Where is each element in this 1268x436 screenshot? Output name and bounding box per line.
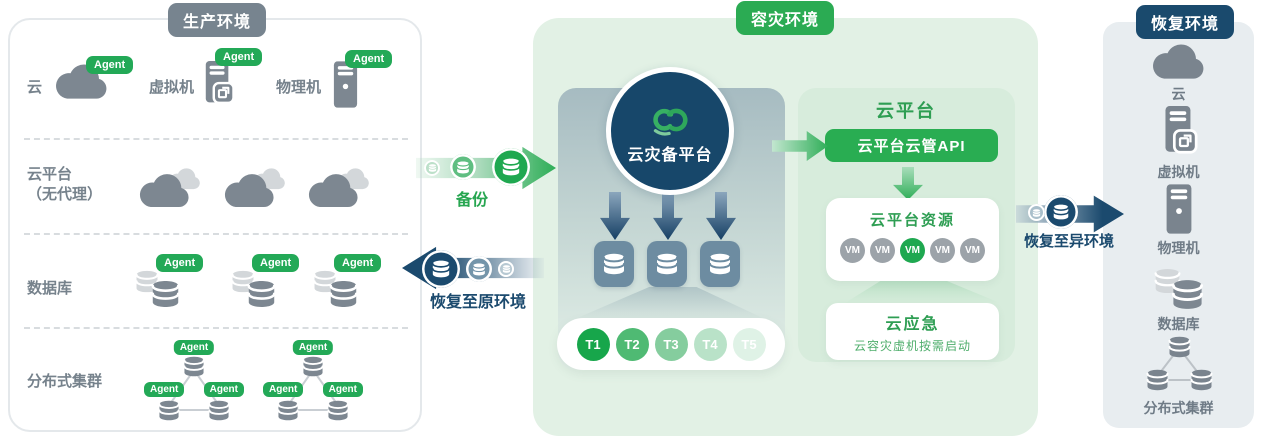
database-group: Agent — [230, 254, 305, 309]
agent-badge: Agent — [86, 56, 134, 75]
production-row-cluster-label: 分布式集群 — [27, 373, 103, 390]
database-square-icon — [700, 241, 740, 287]
database-group: Agent — [312, 254, 387, 309]
production-title-badge: 生产环境 — [167, 3, 267, 37]
backup-flow-label: 备份 — [455, 192, 489, 209]
database-square-icon — [647, 241, 687, 287]
cloud-icon — [1151, 44, 1207, 80]
database-circle-icon — [1044, 195, 1078, 229]
cloud-platform-title: 云平台 — [876, 101, 936, 121]
database-circle-icon — [498, 261, 514, 277]
database-icon — [326, 400, 350, 421]
database-icon — [230, 270, 277, 308]
database-icon — [1189, 369, 1214, 391]
tier-circle: T5 — [732, 327, 766, 361]
agent-badge: Agent — [173, 340, 215, 355]
agent-badge: Agent — [263, 382, 304, 397]
database-circle-icon — [466, 256, 492, 282]
database-circle-icon — [492, 148, 530, 186]
physical-server-icon — [331, 61, 360, 108]
database-square-icon — [594, 241, 634, 287]
database-icon — [207, 400, 231, 421]
production-row-cloud-platform-label: 云平台 （无代理） — [27, 165, 102, 206]
database-icon — [312, 270, 359, 308]
physical-server-icon — [1163, 184, 1194, 234]
vm-server-icon — [201, 61, 235, 108]
emergency-title: 云应急 — [885, 315, 940, 333]
vm-server-icon — [1160, 106, 1198, 158]
agent-badge: Agent — [215, 48, 263, 67]
database-circle-icon — [424, 160, 440, 176]
row-divider — [24, 233, 408, 235]
recovery-item-vm-label: 虚拟机 — [1157, 164, 1200, 180]
database-icon — [157, 400, 181, 421]
cloud-platform-label-line1: 云平台 — [27, 166, 73, 183]
cluster-icon: Agent Agent Agent — [144, 340, 244, 432]
restore-original-flow-label: 恢复至原环境 — [429, 294, 527, 311]
recovery-item-physical-label: 物理机 — [1157, 240, 1200, 256]
database-icon — [182, 356, 206, 377]
recovery-panel: 恢复环境 云 虚拟机 物理机 数据库 分布式集群 — [1103, 5, 1254, 428]
agent-badge: Agent — [345, 50, 393, 69]
cluster-icon: Agent Agent Agent — [263, 340, 363, 432]
emergency-subtitle: 云容灾虚机按需启动 — [853, 338, 971, 353]
agent-badge: Agent — [156, 254, 204, 273]
vm-row: VM VM VM VM VM — [840, 238, 985, 263]
agent-badge: Agent — [252, 254, 300, 273]
recovery-title-badge: 恢复环境 — [1135, 5, 1235, 39]
dr-panel: 容灾环境 云灾备平台 T1 T2 T3 T4 T5 云平台 — [533, 1, 1038, 436]
agent-badge: Agent — [334, 254, 382, 273]
database-icon — [1153, 268, 1205, 310]
agent-badge: Agent — [322, 382, 363, 397]
vm-circle: VM — [930, 238, 955, 263]
tier-circle: T4 — [693, 327, 727, 361]
dr-title-badge: 容灾环境 — [735, 1, 835, 35]
recovery-item-database-label: 数据库 — [1157, 316, 1200, 332]
production-row-vm-label: 虚拟机 — [149, 79, 195, 96]
row-divider — [24, 138, 408, 140]
vm-circle: VM — [840, 238, 865, 263]
database-circle-icon — [450, 154, 476, 180]
database-icon — [134, 270, 181, 308]
agent-badge: Agent — [203, 382, 244, 397]
production-row-database-label: 数据库 — [27, 280, 73, 297]
vm-circle: VM — [960, 238, 985, 263]
agent-badge: Agent — [144, 382, 185, 397]
vm-circle: VM — [870, 238, 895, 263]
cloud-api-pill: 云平台云管API — [825, 129, 998, 162]
database-icon — [1145, 369, 1170, 391]
production-row-cloud-label: 云 — [27, 79, 43, 96]
vm-circle-active: VM — [900, 238, 925, 263]
database-group: Agent — [134, 254, 209, 309]
agent-badge: Agent — [292, 340, 334, 355]
database-circle-icon — [1028, 204, 1045, 221]
emergency-box: 云应急 云容灾虚机按需启动 — [826, 303, 999, 360]
cloud-platform-label-line2: （无代理） — [27, 186, 103, 204]
resources-box: 云平台资源 VM VM VM VM VM — [826, 198, 999, 281]
double-cloud-icon — [223, 168, 287, 208]
platform-logo-icon — [642, 98, 698, 138]
dr-platform-circle: 云灾备平台 — [606, 67, 734, 195]
tier-bar: T1 T2 T3 T4 T5 — [557, 318, 785, 370]
tier-circle: T1 — [576, 327, 610, 361]
production-panel: 生产环境 云 Agent 虚拟机 Agent 物理机 Agent 云平台 （无代… — [8, 3, 422, 432]
tier-circle: T3 — [654, 327, 688, 361]
database-icon — [276, 400, 300, 421]
double-cloud-icon — [307, 168, 371, 208]
database-icon — [301, 356, 325, 377]
recovery-item-cluster-label: 分布式集群 — [1143, 400, 1214, 416]
database-icon — [1167, 336, 1192, 358]
database-circle-icon — [422, 250, 460, 288]
cluster-icon — [1142, 336, 1216, 394]
recovery-item-cloud-label: 云 — [1171, 86, 1186, 102]
restore-alternate-flow-label: 恢复至异环境 — [1023, 233, 1115, 250]
row-divider — [24, 327, 408, 329]
production-row-physical-label: 物理机 — [276, 79, 322, 96]
platform-name: 云灾备平台 — [627, 146, 713, 164]
resources-title: 云平台资源 — [869, 212, 955, 229]
double-cloud-icon — [138, 168, 202, 208]
tier-circle: T2 — [615, 327, 649, 361]
